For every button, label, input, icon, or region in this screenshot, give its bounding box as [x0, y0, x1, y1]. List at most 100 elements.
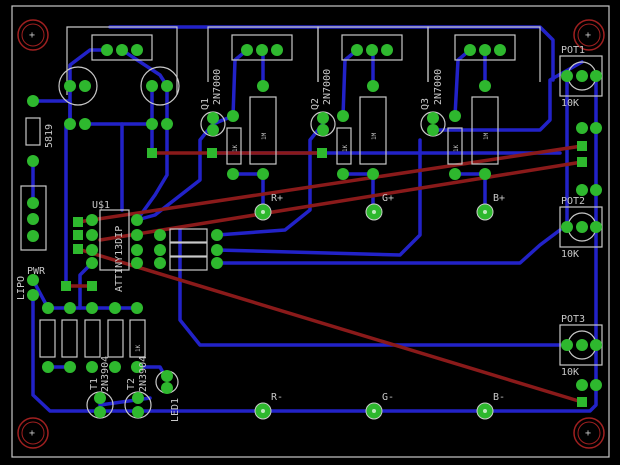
drill-hole: [261, 210, 265, 214]
pad: [131, 302, 143, 314]
smd-pad: [577, 141, 587, 151]
pad: [27, 213, 39, 225]
pad: [227, 110, 239, 122]
q1-value: 2N7000: [212, 69, 223, 105]
pad: [131, 214, 143, 226]
pad: [94, 392, 106, 404]
pad: [42, 361, 54, 373]
pad: [207, 112, 219, 124]
pad: [64, 361, 76, 373]
svg-text:+: +: [29, 30, 35, 41]
pad: [64, 302, 76, 314]
pad: [86, 257, 98, 269]
pad: [154, 257, 166, 269]
pad: [161, 382, 173, 394]
pad: [464, 44, 476, 56]
silkscreen: [20, 26, 603, 419]
pad: [86, 361, 98, 373]
pad: [64, 80, 76, 92]
pad: [367, 168, 379, 180]
pot2-value: 10K: [561, 249, 579, 260]
mounting-hole: +: [573, 417, 605, 449]
pad: [576, 339, 588, 351]
pad: [131, 44, 143, 56]
pad: [146, 80, 158, 92]
diode-label: 5819: [44, 124, 55, 148]
pad: [131, 244, 143, 256]
ic-value: ATTINY13DIP: [114, 226, 125, 292]
smd-pad: [577, 157, 587, 167]
pad: [211, 229, 223, 241]
pad: [351, 44, 363, 56]
pad: [109, 361, 121, 373]
pad: [211, 257, 223, 269]
pad: [590, 122, 602, 134]
pad: [27, 289, 39, 301]
t2-label: T2: [126, 378, 137, 390]
lipo-label: LIPO: [16, 276, 27, 300]
pad: [161, 370, 173, 382]
bottom-traces: [31, 25, 598, 413]
b-minus-label: B-: [493, 392, 505, 403]
resistor-value: 1K: [232, 144, 239, 152]
q2-label: Q2: [310, 98, 321, 110]
smd-pad: [577, 397, 587, 407]
pot2-label: POT2: [561, 196, 585, 207]
t1-label: T1: [89, 378, 100, 390]
b-plus-label: B+: [493, 193, 505, 204]
pad: [241, 44, 253, 56]
pad: [27, 230, 39, 242]
pad: [211, 244, 223, 256]
r-minus-label: R-: [271, 392, 283, 403]
pad: [317, 112, 329, 124]
drill-hole: [261, 409, 265, 413]
pad: [590, 379, 602, 391]
pad: [576, 122, 588, 134]
pad: [576, 184, 588, 196]
mounting-hole: +: [17, 19, 49, 51]
pad: [131, 361, 143, 373]
pad: [561, 221, 573, 233]
pad: [161, 80, 173, 92]
pad: [257, 80, 269, 92]
pad: [27, 274, 39, 286]
pad: [116, 44, 128, 56]
pad: [79, 118, 91, 130]
pad: [227, 168, 239, 180]
resistor-value: 1M: [483, 132, 490, 140]
smd-pad: [147, 148, 157, 158]
pad: [367, 80, 379, 92]
smd-pad: [61, 281, 71, 291]
pad: [381, 44, 393, 56]
pot1-value: 10K: [561, 98, 579, 109]
mounting-hole: +: [573, 19, 605, 51]
pad: [146, 118, 158, 130]
smd-pad: [87, 281, 97, 291]
q3-label: Q3: [420, 98, 431, 110]
pad: [64, 118, 76, 130]
svg-text:+: +: [585, 428, 591, 439]
resistor-value: 1K: [453, 144, 460, 152]
resistor-value: 1M: [261, 132, 268, 140]
pad: [479, 168, 491, 180]
pad: [449, 110, 461, 122]
pwr-label: PWR: [27, 266, 46, 277]
led-label: LED1: [170, 398, 181, 422]
smd-pad: [73, 230, 83, 240]
mounting-holes: + + + +: [17, 19, 605, 449]
pad: [479, 44, 491, 56]
r-plus-label: R+: [271, 193, 283, 204]
smd-pad: [73, 217, 83, 227]
pad: [576, 70, 588, 82]
pot1-label: POT1: [561, 45, 585, 56]
labels: 5819 Q1 2N7000 Q2 2N7000 Q3 2N7000 U$1 A…: [16, 45, 585, 422]
q2-value: 2N7000: [322, 69, 333, 105]
pad: [576, 379, 588, 391]
pad: [27, 155, 39, 167]
resistor-value: 1M: [371, 132, 378, 140]
smd-pad: [73, 244, 83, 254]
pad: [479, 80, 491, 92]
pad: [590, 221, 602, 233]
resistor-value: 1K: [135, 344, 142, 352]
